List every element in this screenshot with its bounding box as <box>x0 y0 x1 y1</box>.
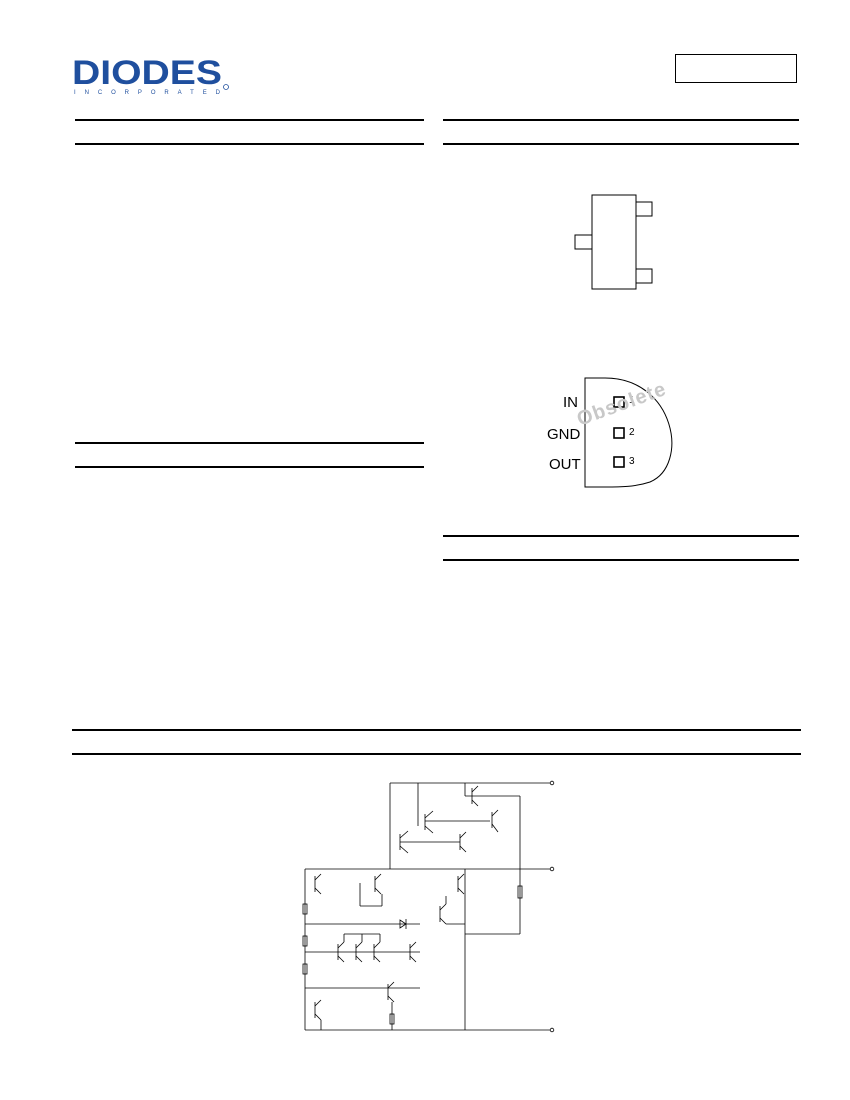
pin-number-3: 3 <box>629 456 635 467</box>
section-rule <box>443 119 799 121</box>
section-rule <box>443 143 799 145</box>
svg-text:DIODES: DIODES <box>72 54 222 92</box>
section-rule <box>75 466 424 468</box>
sot23-package-drawing <box>574 194 653 290</box>
section-rule <box>75 143 424 145</box>
diodes-logo: DIODES INCORPORATED <box>72 54 229 96</box>
pin-label-gnd: GND <box>547 426 581 443</box>
pin-number-2: 2 <box>629 427 635 438</box>
section-rule <box>72 753 801 755</box>
internal-schematic-diagram <box>302 780 555 1033</box>
section-rule <box>443 535 799 537</box>
to92-outline <box>584 377 673 488</box>
part-number-box <box>675 54 797 83</box>
pin-number-1: 1 <box>629 395 635 406</box>
section-rule <box>75 119 424 121</box>
pin-label-in: IN <box>563 394 578 411</box>
section-rule <box>72 729 801 731</box>
to92-pinout: IN GND OUT 1 2 3 Obsolete <box>530 370 690 495</box>
section-rule <box>75 442 424 444</box>
section-rule <box>443 559 799 561</box>
pin-label-out: OUT <box>549 456 581 473</box>
